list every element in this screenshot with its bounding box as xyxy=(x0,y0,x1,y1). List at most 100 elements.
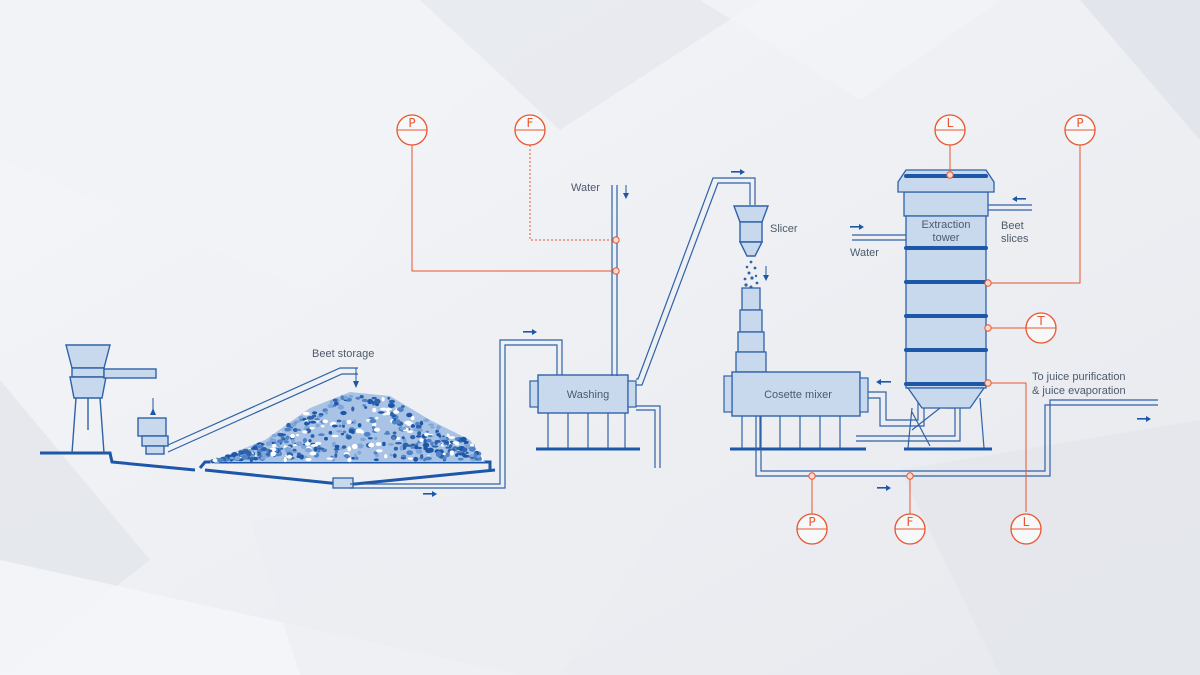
beet-speck xyxy=(425,456,432,461)
beet-speck xyxy=(413,456,419,462)
beet-speck xyxy=(382,413,387,416)
instrument-lines xyxy=(411,145,1081,514)
beet-speck xyxy=(359,395,364,399)
beet-pile xyxy=(210,392,485,465)
beet-speck xyxy=(406,430,413,433)
beet-speck xyxy=(374,398,381,404)
beet-slices-label-2: slices xyxy=(1001,233,1029,245)
flow-arrow-4 xyxy=(877,416,1151,491)
beet-speck xyxy=(300,445,307,450)
beet-speck xyxy=(290,433,295,439)
instrument-p3-letter: P xyxy=(808,515,815,529)
beet-speck xyxy=(308,439,312,443)
intake-hopper xyxy=(65,344,157,454)
beet-speck xyxy=(423,418,430,423)
beet-speck xyxy=(357,423,362,428)
beet-speck xyxy=(372,407,377,413)
beet-speck xyxy=(332,398,338,402)
water-label-right: Water xyxy=(850,247,879,259)
beet-speck xyxy=(336,430,343,433)
beet-speck xyxy=(348,429,355,434)
beet-speck xyxy=(459,446,463,452)
beet-speck xyxy=(326,457,334,460)
beet-speck xyxy=(320,425,325,428)
instrument-l1: L xyxy=(934,114,966,146)
beet-speck xyxy=(380,407,387,411)
water-arrow xyxy=(623,185,629,199)
beet-speck xyxy=(298,454,302,459)
beet-speck xyxy=(374,436,378,441)
beet-speck xyxy=(343,454,350,458)
beet-speck xyxy=(408,457,413,460)
beet-speck xyxy=(401,454,407,458)
beet-speck xyxy=(360,437,366,442)
beet-speck xyxy=(296,452,301,456)
beet-speck xyxy=(341,445,347,449)
water-arrow-right xyxy=(850,224,864,230)
beet-speck xyxy=(445,452,450,458)
beet-speck xyxy=(355,456,359,460)
instrument-p3: P xyxy=(796,513,828,545)
beet-speck xyxy=(375,416,379,420)
pipe-to-washing xyxy=(350,339,563,489)
beet-speck xyxy=(340,432,344,436)
beet-speck xyxy=(425,430,429,433)
beet-speck xyxy=(364,406,368,409)
beet-speck xyxy=(436,427,440,431)
flow-arrow-2 xyxy=(731,169,745,175)
washing-label: Washing xyxy=(567,389,609,401)
beet-speck xyxy=(427,435,433,438)
beet-speck xyxy=(396,407,404,413)
beet-speck xyxy=(331,441,336,447)
beet-speck xyxy=(427,447,434,453)
beet-speck xyxy=(319,414,323,417)
beet-speck xyxy=(282,437,286,441)
beet-speck xyxy=(284,447,292,452)
beet-speck xyxy=(393,410,400,414)
beet-speck xyxy=(331,434,339,438)
beet-speck xyxy=(401,436,405,440)
beet-speck xyxy=(415,442,419,446)
beet-speck xyxy=(325,410,328,415)
beet-speck xyxy=(265,453,270,456)
beet-speck xyxy=(401,405,405,408)
slicer-label: Slicer xyxy=(770,223,798,235)
beet-speck xyxy=(393,418,397,421)
beet-speck xyxy=(351,456,356,460)
beet-speck xyxy=(454,437,460,441)
water-pipe-top xyxy=(611,185,618,376)
beet-speck xyxy=(469,454,475,458)
instrument-t1: T xyxy=(1025,312,1057,344)
beet-speck xyxy=(457,457,464,461)
beet-speck xyxy=(305,441,311,446)
beet-speck xyxy=(276,453,280,457)
beet-speck xyxy=(414,445,419,450)
beet-speck xyxy=(399,445,404,451)
juice-pipe xyxy=(755,399,1158,477)
beet-speck xyxy=(417,446,422,450)
cosette-mixer-unit xyxy=(723,371,869,451)
beet-speck xyxy=(393,453,397,459)
beet-speck xyxy=(312,411,318,415)
washing-unit xyxy=(529,374,661,468)
beet-speck xyxy=(442,455,447,461)
beet-speck xyxy=(387,396,391,400)
beet-speck xyxy=(336,419,342,423)
beet-speck xyxy=(338,424,342,428)
beet-speck xyxy=(406,450,414,456)
beet-speck xyxy=(425,447,429,452)
instrument-t1-letter: T xyxy=(1036,314,1045,328)
beet-speck xyxy=(419,438,424,443)
beet-speck xyxy=(283,456,287,463)
beet-speck xyxy=(322,419,329,424)
cossette-fall xyxy=(743,260,759,289)
extraction-tower-label-1: Extraction xyxy=(922,219,971,231)
beet-speck xyxy=(376,449,383,453)
beet-speck xyxy=(342,430,347,434)
beet-speck xyxy=(443,443,448,446)
instrument-f2: F xyxy=(894,513,926,545)
beet-speck xyxy=(404,420,412,425)
beet-speck xyxy=(270,451,276,457)
beet-speck xyxy=(271,434,278,438)
beet-speck xyxy=(317,449,321,453)
